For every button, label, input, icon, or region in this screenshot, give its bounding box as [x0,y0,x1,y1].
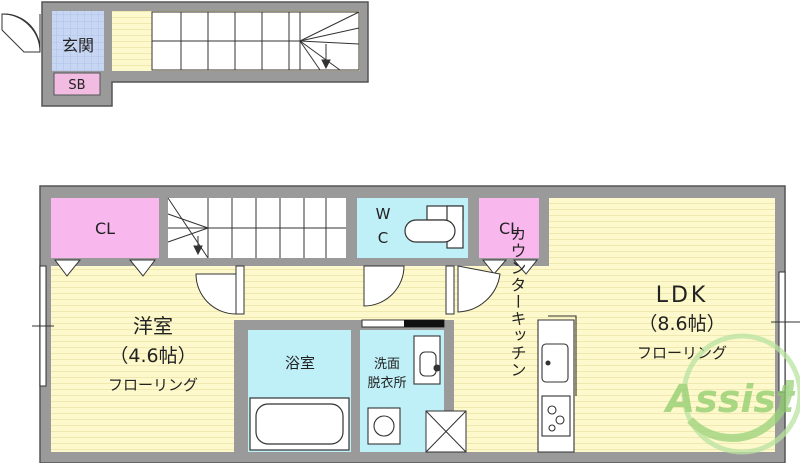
washbasin-icon [413,335,441,385]
wc-label-c: C [378,229,388,247]
wc-label-w: W [376,205,391,223]
closet-door-swings [54,259,539,277]
western-room-floor: フローリング [108,376,198,394]
entrance-floor [52,11,104,71]
toilet-icon [404,205,464,249]
upper-staircase [151,11,360,71]
washing-machine-icon [367,407,401,445]
ldk-name: LDK [656,283,709,308]
interior-doors [195,265,501,315]
watermark-text: Assist [663,377,796,421]
ldk-floor [454,198,775,452]
entrance-label: 玄関 [62,36,94,55]
kitchen-counter [537,315,577,453]
entrance-door [1,13,41,53]
counter-kitchen-label: カウンターキッチン [508,226,527,379]
windows [32,265,800,393]
closet-right-label: CL [499,219,519,238]
bath-label: 浴室 [285,354,315,372]
main-floor: CL CL W C 洋室 （4.6帖） フローリング 浴室 洗面 脱衣所 カウン… [32,185,800,463]
closet-left [51,198,159,258]
shoe-box [53,72,101,96]
washroom-label-1: 洗面 [374,357,400,372]
closet-right [479,198,539,258]
western-room-name: 洋室 [133,314,173,338]
assist-logo: Assist [663,333,800,455]
ldk-floor: フローリング [637,344,727,362]
washroom-label-2: 脱衣所 [367,375,406,391]
closet-left-label: CL [95,219,115,238]
bathtub-icon [249,397,350,451]
shoe-box-label: SB [68,78,85,93]
ldk-size: （8.6帖） [638,313,725,335]
main-stair-treads [167,197,346,259]
western-room-size: （4.6帖） [109,345,196,367]
upper-floor: 玄関 SB [1,1,369,107]
